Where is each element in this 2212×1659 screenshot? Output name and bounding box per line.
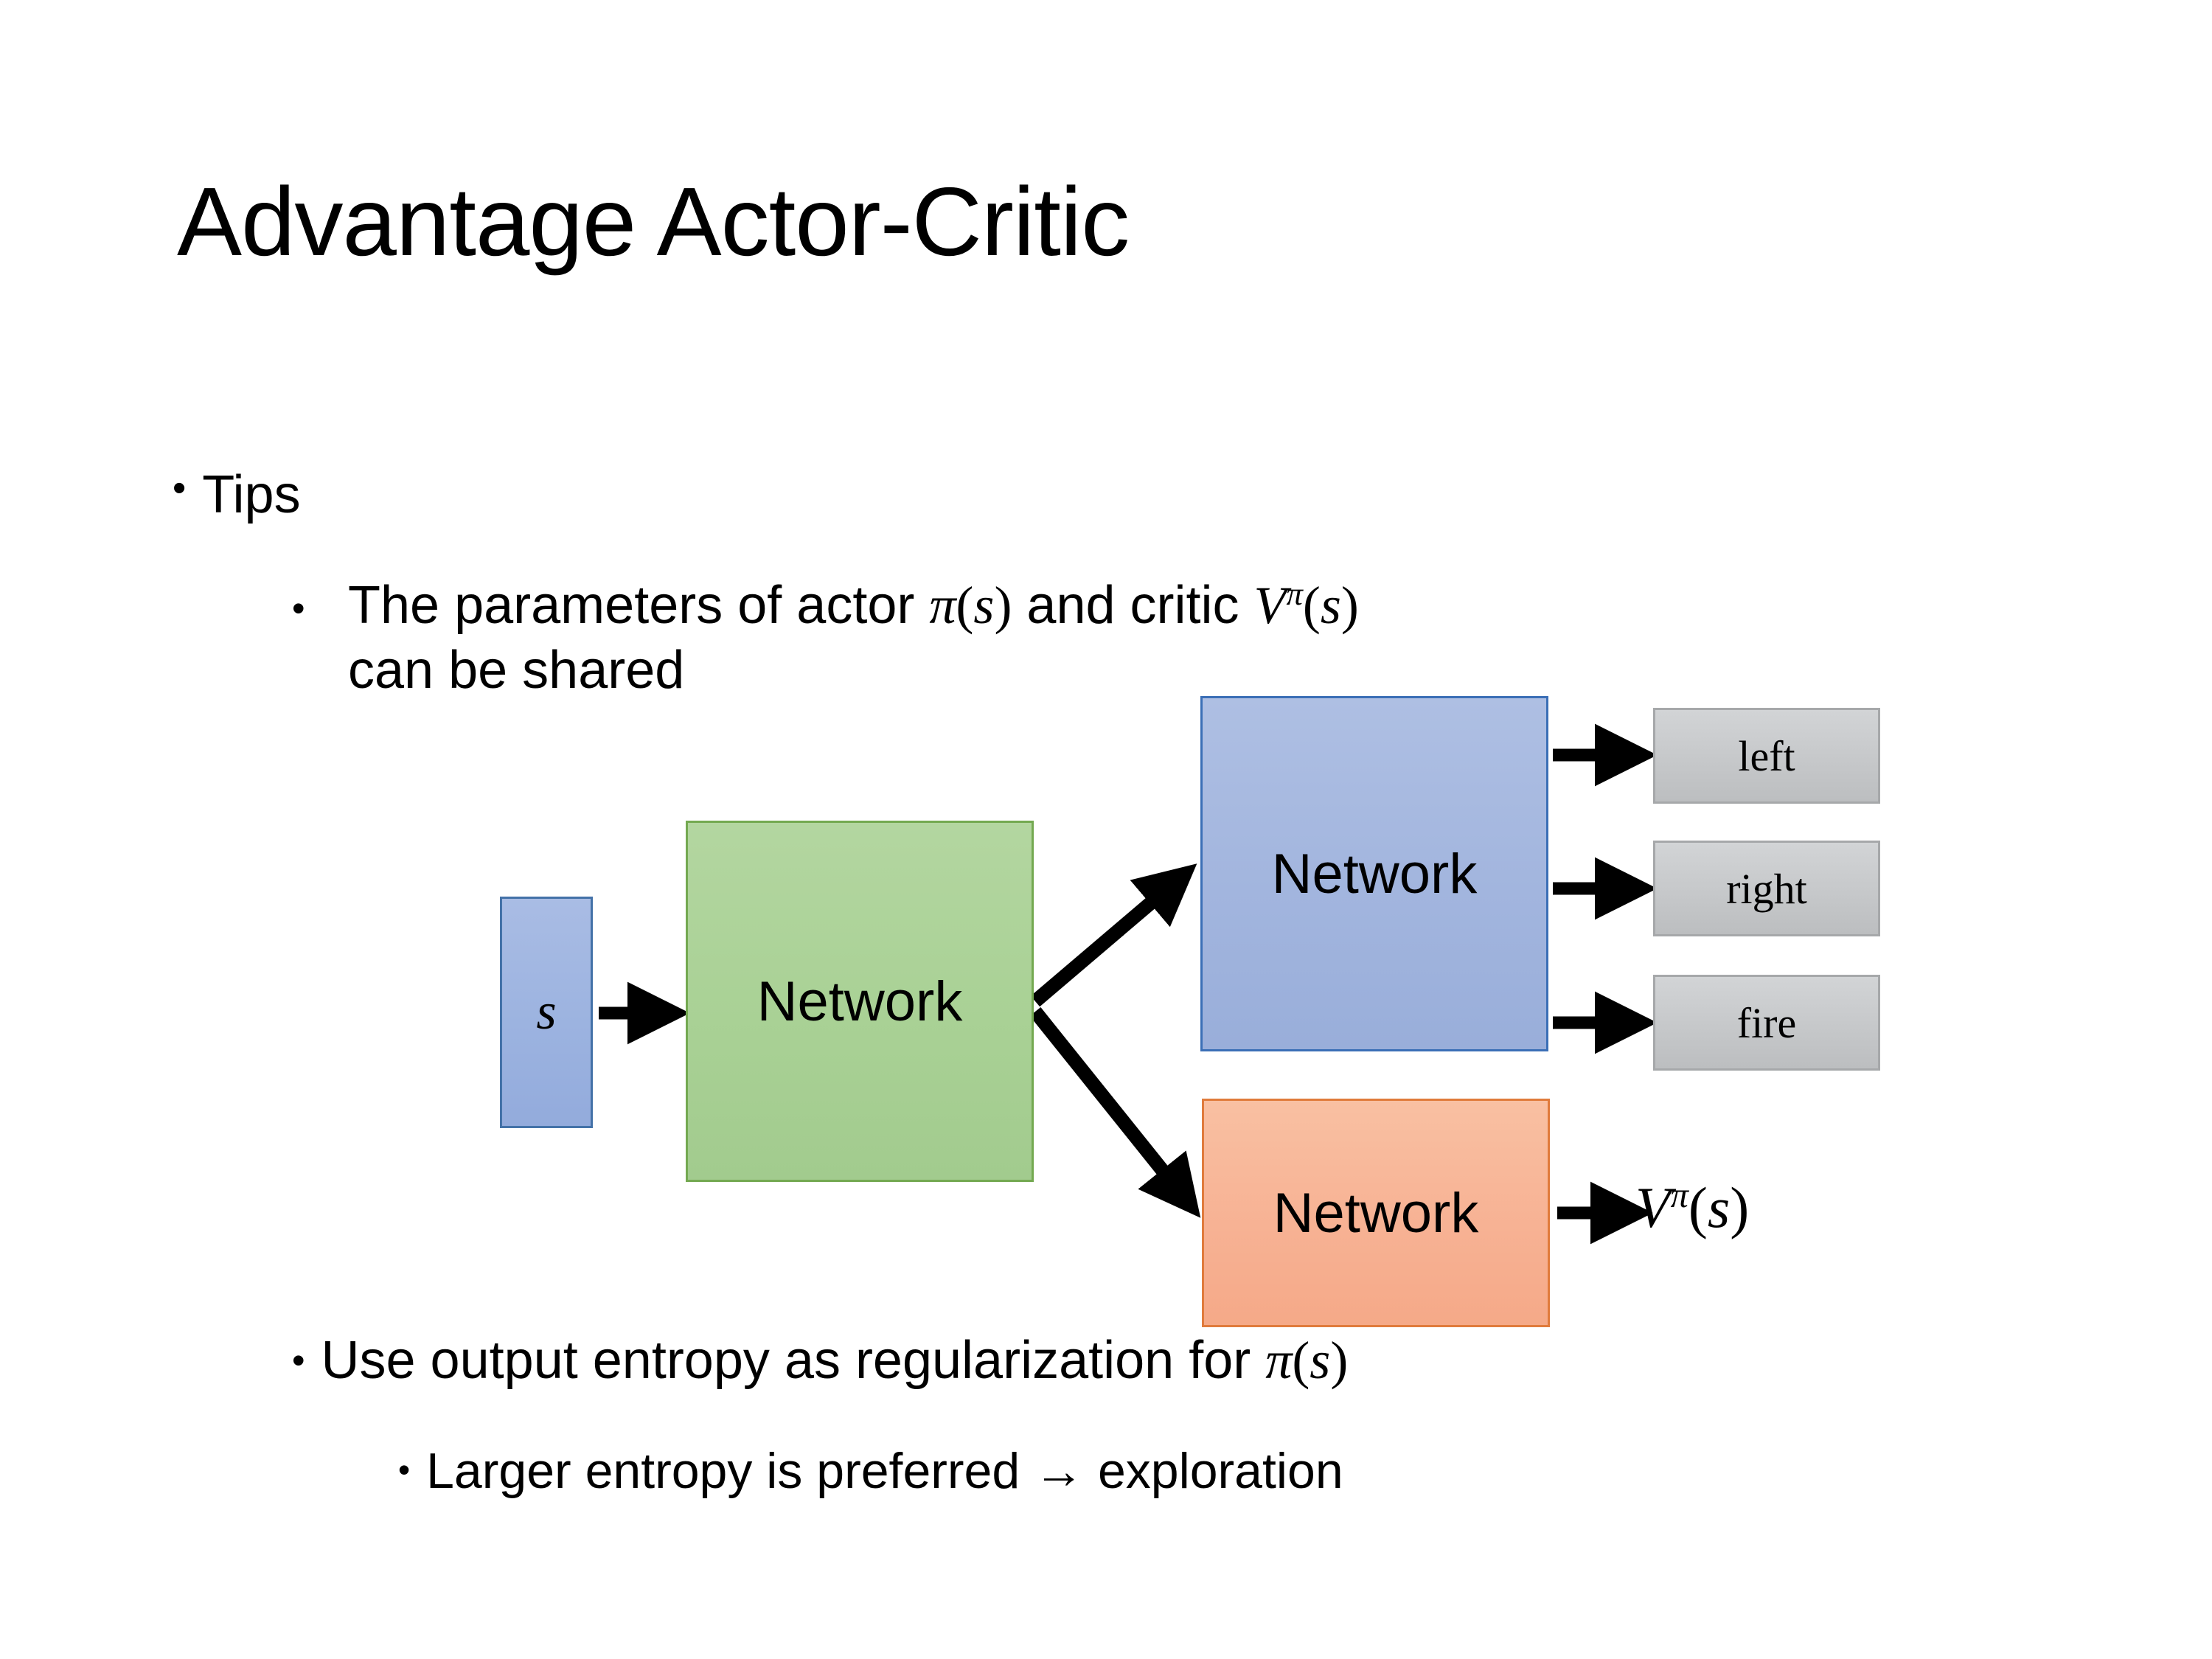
- bullet-larger-entropy: • Larger entropy is preferred → explorat…: [398, 1442, 1343, 1500]
- action-output-fire: fire: [1653, 975, 1880, 1071]
- bullet-marker: •: [292, 1340, 305, 1381]
- actor-network-label: Network: [1271, 842, 1478, 905]
- entropy-text-part1: Use output entropy as regularization for: [321, 1331, 1266, 1390]
- shared-params-text-part1: The parameters of actor: [348, 576, 930, 635]
- bullet-shared-parameters: • The parameters of actor π(s) and criti…: [292, 574, 2062, 703]
- shared-network-box: Network: [686, 821, 1034, 1182]
- actor-network-box: Network: [1200, 696, 1548, 1051]
- bullet-tips: • Tips: [173, 465, 301, 525]
- bullet-marker: •: [398, 1450, 411, 1489]
- page-title: Advantage Actor-Critic: [177, 167, 1130, 276]
- state-input-box: s: [500, 897, 593, 1128]
- math-pi-of-s: π(s): [929, 576, 1012, 635]
- state-input-label: s: [536, 984, 557, 1040]
- action-output-left: left: [1653, 708, 1880, 804]
- bullet-entropy-label: Use output entropy as regularization for…: [321, 1330, 1349, 1391]
- arrow-shared-to-actor: [1030, 863, 1197, 1007]
- critic-network-box: Network: [1202, 1099, 1550, 1327]
- arrow-shared-to-critic: [1029, 1007, 1201, 1218]
- shared-network-label: Network: [757, 970, 963, 1033]
- bullet-marker: •: [173, 467, 187, 509]
- math-v-pi-of-s: Vπ(s): [1253, 575, 1359, 635]
- critic-value-output: Vπ(s): [1635, 1174, 1749, 1241]
- action-output-left-label: left: [1738, 731, 1795, 780]
- shared-params-text-part3: can be shared: [348, 640, 685, 700]
- bullet-larger-entropy-label: Larger entropy is preferred → exploratio…: [426, 1443, 1343, 1499]
- bullet-entropy-regularization: • Use output entropy as regularization f…: [292, 1330, 1348, 1391]
- action-output-right: right: [1653, 841, 1880, 936]
- math-pi-of-s: π(s): [1265, 1331, 1349, 1390]
- bullet-shared-parameters-label: The parameters of actor π(s) and critic …: [348, 574, 2066, 703]
- action-output-fire-label: fire: [1736, 998, 1797, 1047]
- critic-network-label: Network: [1273, 1181, 1479, 1245]
- bullet-marker: •: [292, 588, 305, 629]
- shared-params-text-part2: and critic: [1012, 576, 1254, 635]
- bullet-tips-label: Tips: [202, 465, 301, 524]
- critic-value-output-label: Vπ(s): [1635, 1175, 1750, 1239]
- action-output-right-label: right: [1726, 864, 1807, 913]
